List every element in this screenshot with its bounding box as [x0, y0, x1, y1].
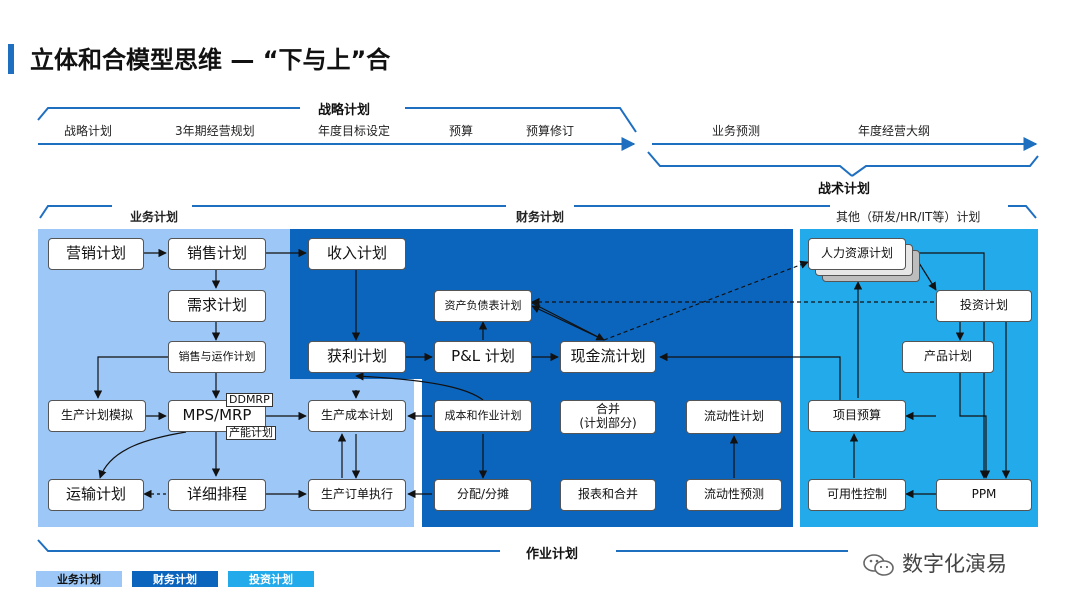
watermark-text: 数字化演易	[902, 552, 1007, 576]
legend-business: 业务计划	[36, 571, 122, 587]
marketing-plan-box: 营销计划	[48, 238, 144, 270]
detailed-schedule-box: 详细排程	[168, 479, 266, 511]
consolidation-box: 合并 (计划部分)	[560, 400, 656, 434]
cashflow-plan-box: 现金流计划	[560, 341, 656, 373]
business-plan-header: 业务计划	[130, 210, 179, 224]
allocation-box: 分配/分摊	[434, 479, 532, 511]
availability-control-box: 可用性控制	[808, 479, 906, 511]
profit-plan-box: 获利计划	[308, 341, 406, 373]
transport-plan-box: 运输计划	[48, 479, 144, 511]
demand-plan-box: 需求计划	[168, 290, 266, 322]
strategic-item-5: 预算修订	[526, 124, 575, 138]
sop-plan-box: 销售与运作计划	[168, 341, 266, 373]
strategic-right-item-1: 业务预测	[712, 124, 761, 138]
production-cost-box: 生产成本计划	[308, 400, 406, 432]
finance-plan-header: 财务计划	[516, 210, 565, 224]
tactical-header: 战术计划	[818, 182, 871, 197]
strategic-item-4: 预算	[449, 124, 474, 138]
strategic-item-1: 战略计划	[64, 124, 113, 138]
title-accent-bar	[8, 44, 14, 74]
revenue-plan-box: 收入计划	[308, 238, 406, 270]
balance-sheet-box: 资产负债表计划	[434, 290, 532, 322]
wechat-icon	[863, 554, 894, 576]
project-budget-box: 项目预算	[808, 400, 906, 432]
hr-plan-box: 人力资源计划	[808, 238, 906, 270]
production-order-box: 生产订单执行	[308, 479, 406, 511]
liquidity-plan-box: 流动性计划	[686, 400, 782, 434]
production-simulation-box: 生产计划模拟	[48, 400, 146, 432]
liquidity-forecast-box: 流动性预测	[686, 479, 782, 511]
report-consolidation-box: 报表和合并	[560, 479, 656, 511]
ddmrp-tag: DDMRP	[226, 393, 273, 407]
capacity-plan-tag: 产能计划	[226, 426, 276, 440]
page-title: 立体和合模型思维 — “下与上”合	[30, 46, 391, 74]
investment-plan-box: 投资计划	[936, 290, 1032, 322]
other-plan-header: 其他（研发/HR/IT等）计划	[836, 210, 981, 224]
ppm-box: PPM	[936, 479, 1032, 511]
legend-invest: 投资计划	[228, 571, 314, 587]
cost-operations-box: 成本和作业计划	[434, 400, 532, 432]
strategic-item-3: 年度目标设定	[318, 124, 391, 138]
pl-plan-box: P&L 计划	[434, 341, 532, 373]
strategic-right-item-2: 年度经营大纲	[858, 124, 931, 138]
sales-plan-box: 销售计划	[168, 238, 266, 270]
strategic-header: 战略计划	[318, 103, 371, 118]
operational-header: 作业计划	[526, 547, 579, 562]
strategic-item-2: 3年期经营规划	[175, 124, 255, 138]
legend-finance: 财务计划	[132, 571, 218, 587]
product-plan-box: 产品计划	[902, 341, 994, 373]
